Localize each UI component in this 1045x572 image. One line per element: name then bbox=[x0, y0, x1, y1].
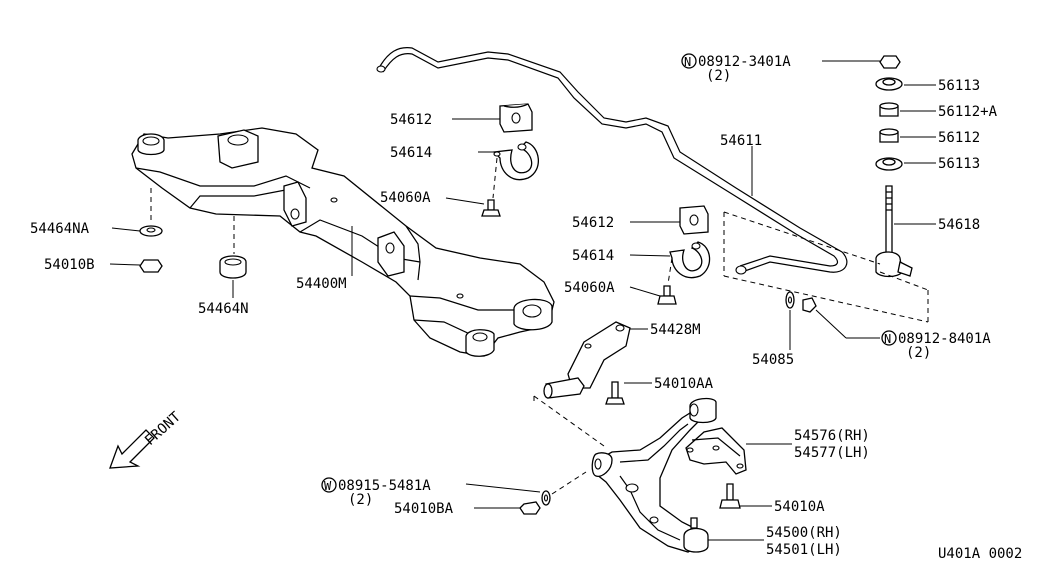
label-54576-rh: 54576(RH) bbox=[794, 428, 870, 444]
label-54611: 54611 bbox=[720, 133, 762, 149]
label-54577-lh: 54577(LH) bbox=[794, 445, 870, 461]
label-56113-top: 56113 bbox=[938, 78, 980, 94]
compression-rod-bracket bbox=[533, 321, 631, 447]
label-washer-08915-5481A-qty: (2) bbox=[348, 492, 373, 508]
label-nut-08912-8401A: 08912-8401A bbox=[898, 331, 991, 347]
label-nut-08912-3401A-qty: (2) bbox=[706, 68, 731, 84]
label-54060A-mid: 54060A bbox=[564, 280, 615, 296]
stabilizer-bar bbox=[376, 47, 848, 275]
label-54614-mid: 54614 bbox=[572, 248, 614, 264]
label-54464N: 54464N bbox=[198, 301, 249, 317]
label-54010A: 54010A bbox=[774, 499, 825, 515]
label-54618: 54618 bbox=[938, 217, 980, 233]
label-56112: 56112 bbox=[938, 130, 980, 146]
arm-washer-nut bbox=[519, 471, 587, 515]
control-arm-bracket bbox=[685, 427, 747, 509]
label-nut-08912-8401A-qty: (2) bbox=[906, 345, 931, 361]
crossmember-fasteners bbox=[139, 225, 247, 279]
lower-control-arm bbox=[591, 397, 717, 553]
label-54612-mid: 54612 bbox=[572, 215, 614, 231]
label-54612-top: 54612 bbox=[390, 112, 432, 128]
label-54501-lh: 54501(LH) bbox=[766, 542, 842, 558]
label-54010B: 54010B bbox=[44, 257, 95, 273]
label-54614-top: 54614 bbox=[390, 145, 432, 161]
label-54060A-top: 54060A bbox=[380, 190, 431, 206]
label-54400M: 54400M bbox=[296, 276, 347, 292]
label-nut-08912-3401A-prefix: N bbox=[684, 55, 691, 69]
label-washer-08915-5481A: 08915-5481A bbox=[338, 478, 431, 494]
label-54500-rh: 54500(RH) bbox=[766, 525, 842, 541]
label-54085: 54085 bbox=[752, 352, 794, 368]
leader-lines bbox=[109, 60, 936, 541]
label-54010BA: 54010BA bbox=[394, 501, 454, 517]
label-washer-08915-5481A-prefix: W bbox=[324, 479, 332, 493]
label-54464NA: 54464NA bbox=[30, 221, 90, 237]
front-label: FRONT bbox=[142, 409, 184, 449]
part-labels: N 08912-3401A (2) 56113 56112+A 56112 56… bbox=[30, 53, 1022, 562]
front-crossmember bbox=[131, 127, 555, 357]
label-56113-bottom: 56113 bbox=[938, 156, 980, 172]
label-nut-08912-8401A-prefix: N bbox=[884, 332, 891, 346]
front-direction-arrow: FRONT bbox=[109, 409, 184, 469]
label-54010AA: 54010AA bbox=[654, 376, 714, 392]
diagram-code: U401A 0002 bbox=[938, 546, 1022, 562]
link-washer-nut bbox=[723, 211, 929, 323]
label-nut-08912-3401A: 08912-3401A bbox=[698, 54, 791, 70]
label-56112A: 56112+A bbox=[938, 104, 998, 120]
label-54428M: 54428M bbox=[650, 322, 701, 338]
bushing-clamp-middle bbox=[657, 205, 711, 305]
stabilizer-link-assembly bbox=[875, 55, 929, 322]
bushing-clamp-upper bbox=[481, 103, 539, 217]
